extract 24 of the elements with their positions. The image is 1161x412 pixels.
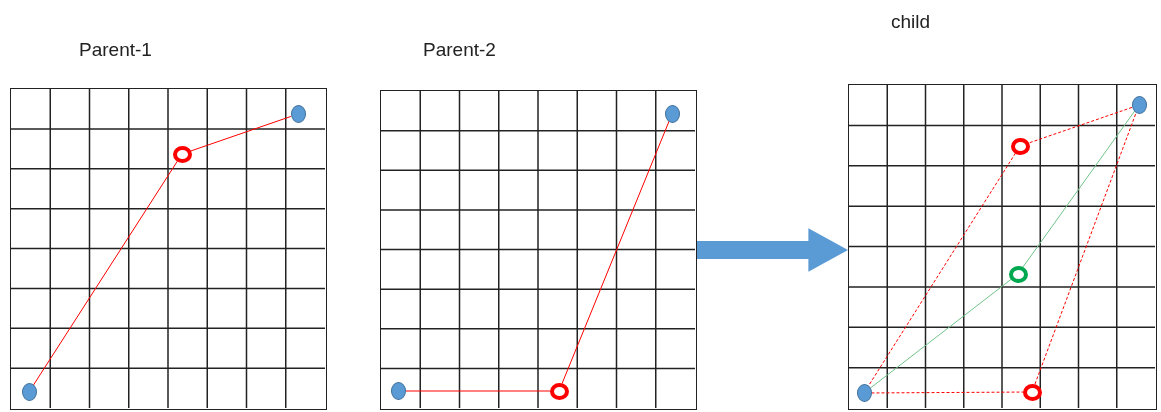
path-line: [869, 278, 1012, 389]
panel-title: Parent-1: [79, 39, 152, 61]
point-marker: [21, 383, 37, 401]
point-marker: [664, 105, 680, 123]
dashed-line: [1034, 111, 1137, 385]
ring-marker: [1008, 265, 1028, 283]
path-line: [405, 390, 551, 392]
ring-marker: [172, 145, 192, 163]
panel-title: child: [891, 11, 931, 33]
ring-marker: [549, 382, 569, 400]
panel-title: Parent-2: [423, 39, 496, 61]
dashed-line: [1027, 106, 1133, 144]
path-line: [32, 160, 178, 387]
dashed-line: [871, 391, 1024, 394]
point-marker: [1131, 96, 1147, 114]
block-arrow: [697, 228, 848, 272]
path-line: [1022, 110, 1136, 268]
point-marker: [290, 105, 306, 123]
path-line: [561, 120, 670, 384]
point-marker: [390, 382, 406, 400]
ring-marker: [1022, 383, 1042, 401]
point-marker: [856, 384, 872, 402]
path-line: [189, 115, 292, 152]
ring-marker: [1010, 137, 1030, 155]
